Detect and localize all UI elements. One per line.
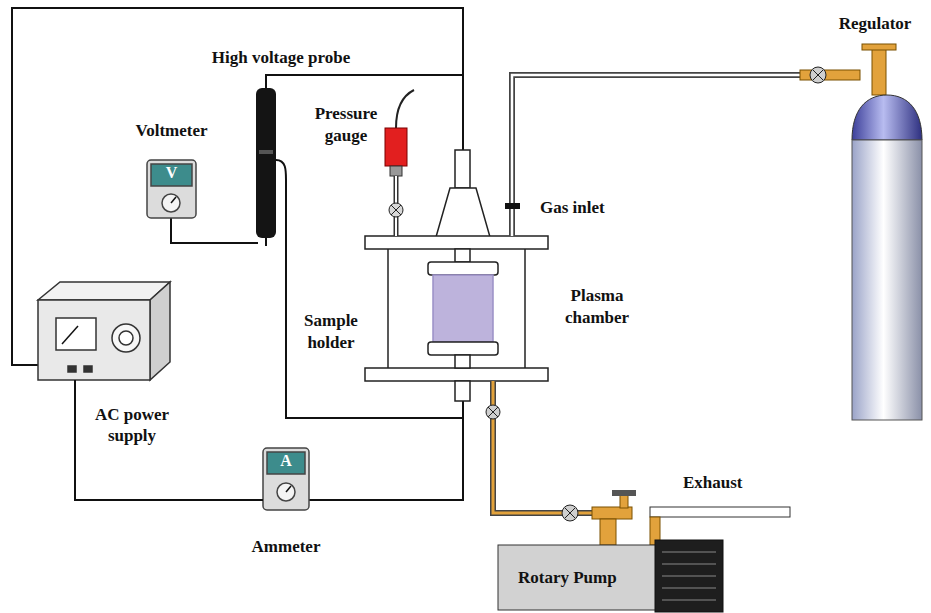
- ammeter-symbol: [263, 448, 309, 510]
- part-label: Regulator: [822, 13, 928, 35]
- device-label: Voltmeter: [116, 120, 227, 141]
- gas-cylinder: [852, 95, 922, 420]
- part-label: Sample holder: [300, 310, 362, 354]
- part-label: Plasma chamber: [558, 285, 636, 329]
- meter-symbol: V: [151, 163, 192, 183]
- wires: [12, 8, 463, 500]
- part-label: Pressure gauge: [310, 103, 382, 147]
- voltmeter: VoltmeterV: [147, 160, 196, 218]
- ammeter: AAmmeter: [263, 448, 309, 510]
- exhaust-line: [486, 381, 790, 545]
- power-supply: AC power supply: [38, 282, 170, 380]
- plasma-chamber: [365, 150, 548, 401]
- voltmeter-symbol: [147, 160, 196, 218]
- gas-line: [505, 44, 896, 236]
- pressure-gauge: [385, 90, 414, 236]
- wire-connector: [75, 380, 263, 500]
- rotary-pump-body: [498, 540, 723, 612]
- part-label: Exhaust: [683, 472, 743, 494]
- device-label: AC power supply: [86, 404, 178, 447]
- device-label: Ammeter: [241, 536, 331, 557]
- part-label: Gas inlet: [540, 197, 605, 219]
- part-label: High voltage probe: [176, 47, 386, 69]
- high-voltage-probe: [256, 88, 276, 246]
- power-supply-box: [38, 282, 170, 380]
- rotary-pump: Rotary Pump: [498, 545, 655, 610]
- meter-symbol: A: [267, 451, 305, 471]
- device-label: Rotary Pump: [518, 567, 617, 588]
